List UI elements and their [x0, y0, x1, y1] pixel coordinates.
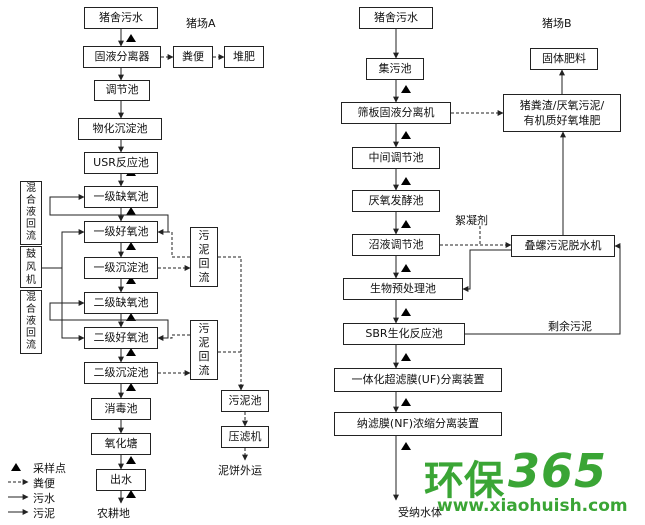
b-screw-press-box: 叠螺污泥脱水机 [511, 235, 615, 257]
a-sampling-point-4 [126, 276, 136, 284]
b-sampling-point-7 [401, 398, 411, 406]
a-disinfection-box: 消毒池 [91, 398, 151, 420]
a-oxidation-pond-box: 氧化塘 [91, 433, 151, 455]
b-biogas-regulating-box: 沼液调节池 [352, 234, 440, 256]
a-return1-to-sludge-tank [218, 256, 244, 391]
b-sampling-point-8 [401, 442, 411, 450]
farm-a-title: 猪场A [186, 17, 216, 30]
a-farmland-label: 农耕地 [97, 507, 130, 520]
a-mixed-return-1-box: 混 合 液 回 流 [20, 181, 42, 245]
a-compost-box: 堆肥 [224, 46, 264, 68]
a-sampling-point-7 [126, 383, 136, 391]
legend-sludge-label: 污泥 [33, 507, 55, 520]
a-blower-line-1 [42, 229, 85, 269]
legend-wastewater-label: 污水 [33, 492, 55, 505]
a-blower-box: 鼓 风 机 [20, 246, 42, 288]
b-compost-box: 猪粪渣/厌氧污泥/ 有机质好氧堆肥 [503, 94, 621, 132]
a-return1-to-aerobic1 [157, 229, 190, 258]
a-sampling-point-9 [126, 490, 136, 498]
a-regulating-tank-box: 调节池 [94, 80, 150, 101]
b-nf-box: 纳滤膜(NF)浓缩分离装置 [334, 412, 502, 436]
a-sludge-return-1-box: 污 泥 回 流 [190, 227, 218, 287]
a-sampling-point-8 [126, 456, 136, 464]
b-sbr-box: SBR生化反应池 [343, 323, 465, 345]
b-sampling-point-3 [401, 220, 411, 228]
b-anaerobic-digester-box: 厌氧发酵池 [352, 190, 440, 212]
a-usr-box: USR反应池 [84, 152, 158, 174]
farm-b-title: 猪场B [542, 17, 572, 30]
a-blower-line-2 [61, 268, 85, 341]
a-sludge-cake-label: 泥饼外运 [218, 464, 262, 477]
a-sampling-point-5 [126, 313, 136, 321]
a-anoxic1-box: 一级缺氧池 [84, 186, 158, 208]
a-sedimentation2-box: 二级沉淀池 [84, 362, 158, 384]
b-middle-regulating-box: 中间调节池 [352, 147, 440, 169]
a-sampling-point-2 [126, 207, 136, 215]
b-solid-fertilizer-box: 固体肥料 [530, 48, 598, 70]
a-aerobic1-box: 一级好氧池 [84, 221, 158, 243]
a-return2-to-aerobic2 [157, 334, 190, 341]
b-sampling-point-4 [401, 264, 411, 272]
b-press-return [462, 249, 511, 292]
watermark-brand: 环保 [424, 458, 504, 504]
watermark-url: www.xiaohuish.com [437, 496, 628, 516]
a-physchem-tank-box: 物化沉淀池 [78, 118, 162, 140]
watermark-number: 365 [508, 444, 608, 498]
a-sedimentation1-box: 一级沉淀池 [84, 257, 158, 279]
legend-manure-label: 粪便 [33, 477, 55, 490]
a-sludge-return-2-box: 污 泥 回 流 [190, 320, 218, 380]
legend-sampling-icon [11, 463, 21, 471]
b-excess-sludge-line [465, 243, 621, 335]
b-sampling-point-5 [401, 308, 411, 316]
legend-sampling-label: 采样点 [33, 462, 66, 475]
b-sampling-point-6 [401, 353, 411, 361]
b-sampling-point-2 [401, 177, 411, 185]
b-receiving-label: 受纳水体 [398, 506, 442, 519]
a-mixed-return-2-box: 混 合 液 回 流 [20, 290, 42, 354]
b-sampling-point-1 [401, 131, 411, 139]
a-effluent-box: 出水 [96, 469, 146, 491]
b-excess-sludge-label: 剩余污泥 [548, 320, 592, 333]
a-mixed-return-1-line [49, 194, 169, 233]
b-wastewater-box: 猪舍污水 [359, 7, 433, 29]
b-bio-pretreatment-box: 生物预处理池 [343, 278, 463, 300]
b-sampling-point-0 [401, 85, 411, 93]
a-sampling-point-0 [126, 34, 136, 42]
b-collection-box: 集污池 [366, 58, 424, 80]
a-aerobic2-box: 二级好氧池 [84, 327, 158, 349]
a-anoxic2-box: 二级缺氧池 [84, 292, 158, 314]
a-sampling-point-6 [126, 348, 136, 356]
b-screen-separator-box: 筛板固液分离机 [341, 102, 451, 124]
a-sludge-tank-box: 污泥池 [221, 390, 269, 412]
b-flocculant-label: 絮凝剂 [455, 214, 488, 227]
a-sampling-point-3 [126, 242, 136, 250]
b-uf-box: 一体化超滤膜(UF)分离装置 [334, 368, 502, 392]
a-manure-box: 粪便 [173, 46, 213, 68]
a-filter-press-box: 压滤机 [221, 426, 269, 448]
a-wastewater-box: 猪舍污水 [84, 7, 158, 29]
a-separator-box: 固液分离器 [83, 46, 161, 68]
